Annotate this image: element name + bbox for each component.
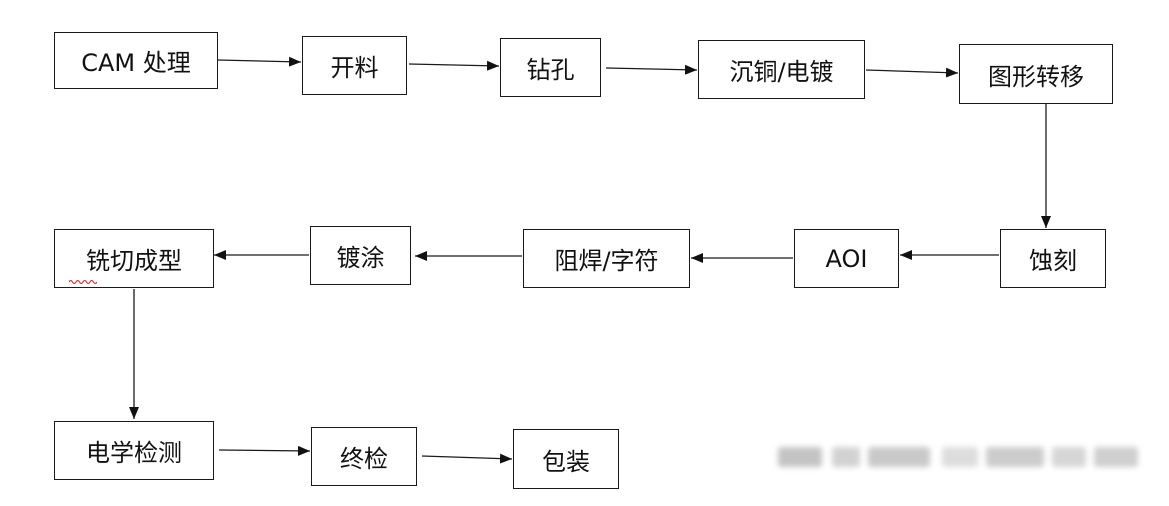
step-label: 钻孔: [526, 56, 575, 84]
step-routing: 铣切成型: [54, 229, 214, 288]
step-drilling: 钻孔: [500, 38, 601, 97]
step-label: 电学检测: [86, 439, 182, 467]
step-cam-processing: CAM 处理: [54, 32, 218, 89]
step-label: AOI: [825, 244, 868, 273]
arrow-cam-to-cutting: [217, 56, 302, 67]
arrow-final-inspection-to-packaging: [421, 453, 513, 464]
step-label: 镀涂: [336, 244, 385, 272]
step-final-inspection: 终检: [311, 427, 417, 486]
step-label: 铣切成型: [86, 247, 182, 275]
step-packaging: 包装: [513, 429, 619, 489]
step-label: 开料: [330, 54, 379, 82]
step-label: 蚀刻: [1029, 247, 1077, 275]
step-label: 包装: [542, 447, 590, 476]
step-label: 沉铜/电镀: [729, 58, 834, 86]
step-label: 阻焊/字符: [554, 247, 659, 275]
arrow-drilling-to-plating: [605, 64, 698, 75]
arrow-cutting-to-drilling: [408, 60, 500, 71]
arrow-electrical-test-to-final-inspection: [218, 445, 311, 456]
step-coating: 镀涂: [310, 226, 411, 285]
step-label: 终检: [340, 445, 388, 473]
step-label: CAM 处理: [81, 49, 191, 77]
step-plating: 沉铜/电镀: [698, 40, 865, 99]
step-aoi: AOI: [794, 229, 899, 288]
step-pattern-transfer: 图形转移: [959, 44, 1113, 104]
step-solder-mask: 阻焊/字符: [523, 229, 690, 288]
step-cutting: 开料: [302, 36, 407, 95]
step-electrical-test: 电学检测: [54, 421, 214, 480]
step-etching: 蚀刻: [1000, 229, 1106, 288]
step-label: 图形转移: [988, 62, 1084, 91]
arrow-plating-to-pattern-transfer: [865, 67, 959, 78]
spellcheck-underline: [69, 279, 97, 285]
